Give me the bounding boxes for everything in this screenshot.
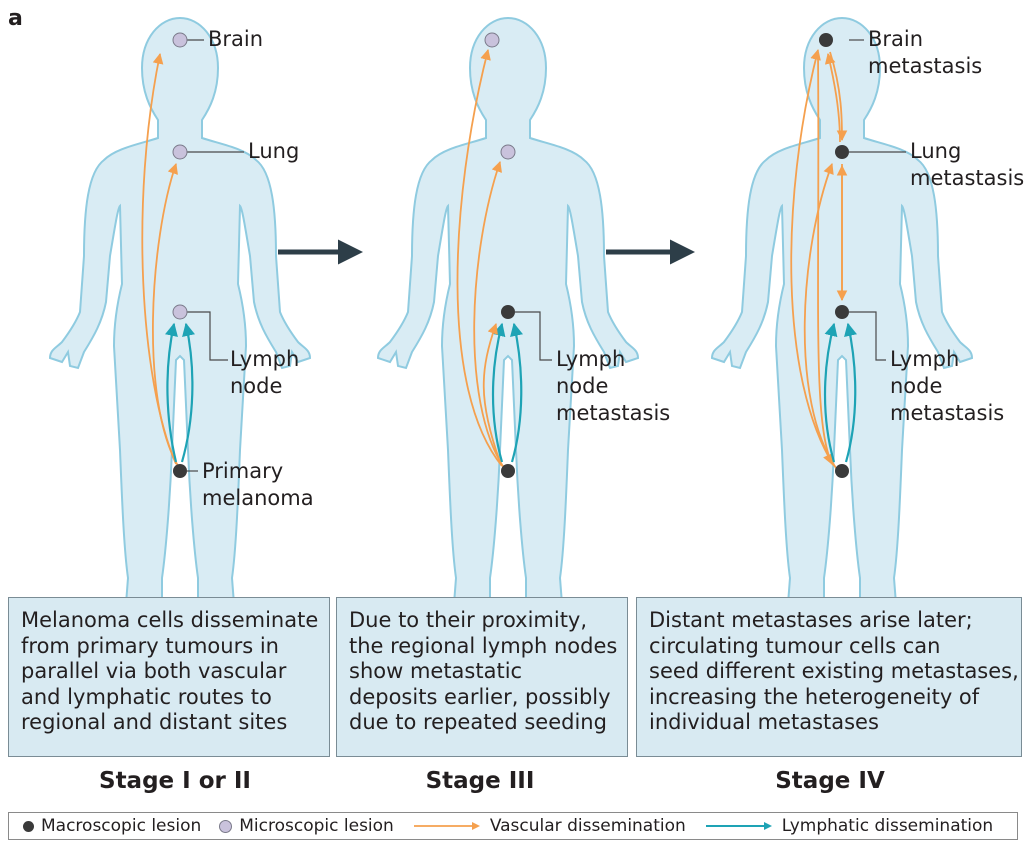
vascular-arrow-icon bbox=[412, 820, 482, 832]
label-brain-stage-1: Brain bbox=[208, 26, 263, 53]
macroscopic-dot-icon bbox=[23, 821, 34, 832]
description-box-stage-3: Due to their proximity, the regional lym… bbox=[336, 597, 628, 757]
legend-label-vascular: Vascular dissemination bbox=[490, 816, 686, 836]
label-brain-stage-4: Brain metastasis bbox=[868, 26, 982, 80]
body-figure-stage-4 bbox=[712, 18, 972, 622]
description-box-stage-1: Melanoma cells disseminate from primary … bbox=[8, 597, 330, 757]
lymphatic-arrow-icon bbox=[704, 820, 774, 832]
lesion-brain-stage-3 bbox=[485, 33, 499, 47]
label-lung-stage-1: Lung bbox=[248, 138, 299, 165]
lesion-primary-stage-1 bbox=[173, 464, 187, 478]
legend-label-macroscopic: Macroscopic lesion bbox=[41, 816, 201, 836]
stage-label-4: Stage IV bbox=[720, 768, 940, 794]
legend-label-microscopic: Microscopic lesion bbox=[239, 816, 394, 836]
lesion-brain-stage-1 bbox=[173, 33, 187, 47]
legend: Macroscopic lesion Microscopic lesion Va… bbox=[8, 812, 1018, 840]
stage-label-1: Stage I or II bbox=[60, 768, 290, 794]
lesion-lymph-stage-3 bbox=[501, 305, 515, 319]
body-figure-stage-3 bbox=[378, 18, 638, 622]
panel-letter: a bbox=[8, 6, 23, 31]
stage-label-3: Stage III bbox=[370, 768, 590, 794]
lesion-lung-stage-1 bbox=[173, 145, 187, 159]
label-lung-stage-4: Lung metastasis bbox=[910, 138, 1024, 192]
microscopic-dot-icon bbox=[219, 820, 232, 833]
lesion-lung-stage-3 bbox=[501, 145, 515, 159]
lesion-lymph-stage-4 bbox=[835, 305, 849, 319]
label-primary-stage-1: Primary melanoma bbox=[202, 458, 314, 512]
legend-item-vascular: Vascular dissemination bbox=[412, 816, 686, 836]
lesion-brain-stage-4 bbox=[819, 33, 833, 47]
description-box-stage-4: Distant metastases arise later; circulat… bbox=[636, 597, 1022, 757]
legend-item-lymphatic: Lymphatic dissemination bbox=[704, 816, 993, 836]
legend-item-microscopic: Microscopic lesion bbox=[219, 816, 394, 836]
legend-label-lymphatic: Lymphatic dissemination bbox=[782, 816, 993, 836]
lesion-lung-stage-4 bbox=[835, 145, 849, 159]
body-figure-stage-1 bbox=[50, 18, 310, 622]
lesion-primary-stage-3 bbox=[501, 464, 515, 478]
lesion-lymph-stage-1 bbox=[173, 305, 187, 319]
label-lymph-stage-4: Lymph node metastasis bbox=[890, 346, 1004, 427]
label-lymph-stage-3: Lymph node metastasis bbox=[556, 346, 670, 427]
label-lymph-stage-1: Lymph node bbox=[230, 346, 299, 400]
legend-item-macroscopic: Macroscopic lesion bbox=[23, 816, 201, 836]
lesion-primary-stage-4 bbox=[835, 464, 849, 478]
